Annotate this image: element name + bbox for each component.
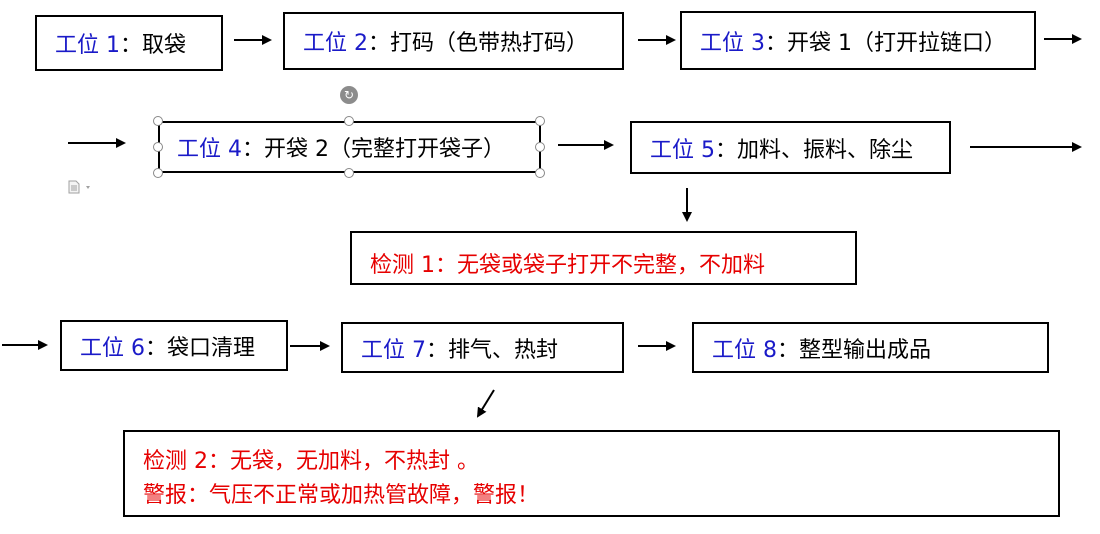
station-4-box[interactable]: 工位 4：开袋 2（完整打开袋子） [158,121,541,173]
detection-line: 检测 1：无袋或袋子打开不完整，不加料 [370,253,765,278]
station-sep: ： [426,337,449,363]
resize-handle-n[interactable] [344,116,354,126]
station-text: 开袋 1（打开拉链口） [787,30,1007,56]
station-7-box[interactable]: 工位 7：排气、热封 [341,322,624,373]
station-label: 工位 2 [303,31,368,56]
station-3-box[interactable]: 工位 3：开袋 1（打开拉链口） [680,11,1036,70]
station-1-box[interactable]: 工位 1：取袋 [35,15,223,71]
station-text: 打码（色带热打码） [390,31,589,56]
alarm-line: 警报：气压不正常或加热管故障，警报！ [143,483,540,508]
detection-1-box[interactable]: 检测 1：无袋或袋子打开不完整，不加料 [350,231,857,285]
station-sep: ： [368,31,391,56]
resize-handle-s[interactable] [344,168,354,178]
arrow-7-detect [476,389,495,418]
station-sep: ： [145,335,168,361]
station-text: 整型输出成品 [799,337,932,363]
resize-handle-sw[interactable] [153,168,163,178]
resize-handle-w[interactable] [153,142,163,152]
station-label: 工位 1 [55,33,120,58]
station-6-box[interactable]: 工位 6：袋口清理 [60,320,288,371]
station-text: 加料、振料、除尘 [737,137,914,163]
station-sep: ： [765,30,788,56]
resize-handle-ne[interactable] [535,116,545,126]
paste-options-icon[interactable] [68,180,94,194]
station-label: 工位 7 [361,337,426,363]
station-text: 取袋 [142,33,187,58]
station-label: 工位 8 [712,337,777,363]
station-sep: ： [120,33,143,58]
station-sep: ： [242,137,265,162]
station-sep: ： [715,137,738,163]
resize-handle-nw[interactable] [153,116,163,126]
station-label: 工位 4 [177,137,242,162]
station-8-box[interactable]: 工位 8：整型输出成品 [692,322,1049,373]
station-5-box[interactable]: 工位 5：加料、振料、除尘 [630,121,951,174]
station-label: 工位 5 [650,137,715,163]
station-label: 工位 6 [80,335,145,361]
station-text: 排气、热封 [448,337,559,363]
resize-handle-se[interactable] [535,168,545,178]
detection-line: 检测 2：无袋，无加料，不热封 。 [143,449,479,474]
station-text: 袋口清理 [167,335,256,361]
detection-2-box[interactable]: 检测 2：无袋，无加料，不热封 。 警报：气压不正常或加热管故障，警报！ [123,430,1060,517]
station-sep: ： [777,337,800,363]
station-label: 工位 3 [700,30,765,56]
station-2-box[interactable]: 工位 2：打码（色带热打码） [283,12,624,70]
rotate-handle-icon[interactable]: ↻ [340,86,358,104]
resize-handle-e[interactable] [535,142,545,152]
station-text: 开袋 2（完整打开袋子） [264,137,506,162]
